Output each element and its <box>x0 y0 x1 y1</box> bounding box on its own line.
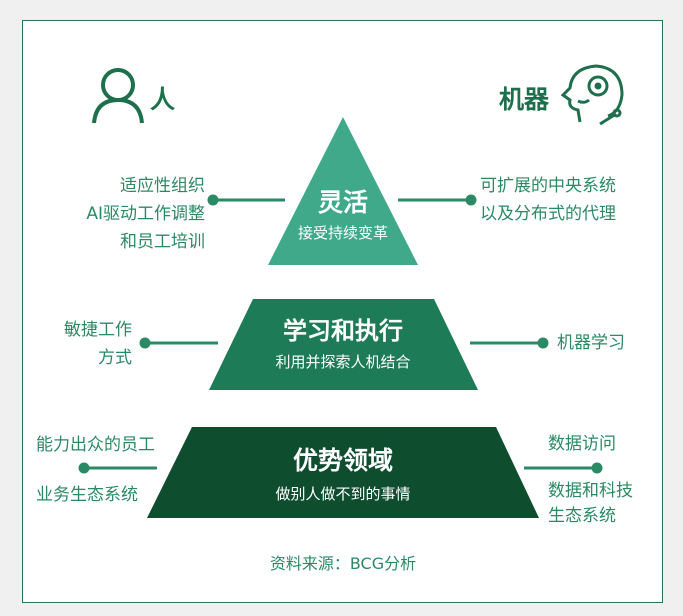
tier-middle-title: 学习和执行 <box>283 316 403 345</box>
label-line: 敏捷工作 <box>64 320 132 340</box>
label-line: 生态系统 <box>548 506 616 526</box>
tier-top-title: 灵活 <box>317 188 369 217</box>
label-line: 和员工培训 <box>120 232 205 252</box>
robot-head-icon <box>560 64 624 126</box>
tier-top-subtitle: 接受持续变革 <box>297 224 389 242</box>
tier-top-shape <box>268 117 418 265</box>
label-line: 机器学习 <box>557 333 625 353</box>
tier-bottom-right-text-1: 数据访问 <box>548 434 616 454</box>
tier-top-left-text: 适应性组织 AI驱动工作调整 和员工培训 <box>86 172 205 256</box>
label-line: AI驱动工作调整 <box>86 204 205 224</box>
label-line: 数据和科技 <box>548 481 633 501</box>
tier-middle-right-text: 机器学习 <box>557 329 625 357</box>
tier-top-right-text: 可扩展的中央系统 以及分布式的代理 <box>480 172 616 228</box>
tier-bottom-right-text-2: 数据和科技 生态系统 <box>548 479 633 529</box>
tier-bottom-title: 优势领域 <box>292 446 394 475</box>
machines-label: 机器 <box>499 85 550 114</box>
person-icon <box>92 68 144 124</box>
source-note: 资料来源：BCG分析 <box>269 554 417 573</box>
tier-middle-subtitle: 利用并探索人机结合 <box>275 353 411 371</box>
label-line: 可扩展的中央系统 <box>480 176 616 196</box>
tier-bottom-left-text-1: 能力出众的员工 <box>36 435 155 455</box>
label-line: 方式 <box>98 348 132 368</box>
tier-middle-left-text: 敏捷工作 方式 <box>64 316 132 372</box>
label-line: 以及分布式的代理 <box>480 204 616 224</box>
people-label: 人 <box>150 85 176 114</box>
tier-middle-shape <box>209 299 478 390</box>
tier-bottom-subtitle: 做别人做不到的事情 <box>275 485 411 503</box>
tier-bottom-shape <box>147 427 539 518</box>
tier-bottom-left-text-2: 业务生态系统 <box>36 485 138 505</box>
label-line: 适应性组织 <box>120 176 205 196</box>
